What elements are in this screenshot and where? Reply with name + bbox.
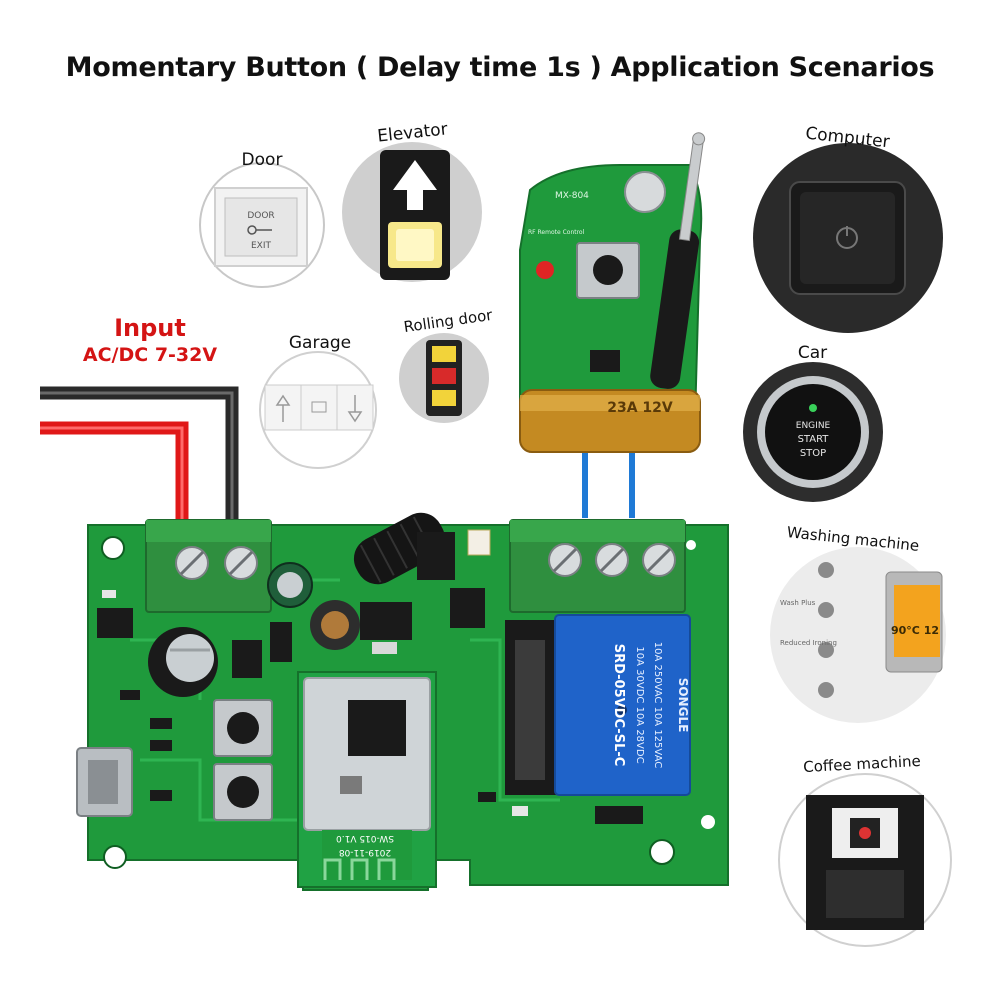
door-scenario: DOOR EXIT [199, 162, 325, 288]
caption-garage: Garage [288, 333, 352, 353]
input-voltage: AC/DC 7-32V [82, 344, 218, 366]
door-text-top: DOOR [247, 211, 274, 221]
door-text-bottom: EXIT [251, 241, 272, 251]
input-wires [40, 386, 239, 525]
car-text-2: START [798, 434, 830, 445]
relay: SONGLE 10A 250VAC 10A 125VAC 10A 30VDC 1… [505, 614, 691, 796]
battery-label: 23A 12V [607, 400, 673, 416]
page-title: Momentary Button ( Delay time 1s ) Appli… [65, 52, 935, 83]
rolling-door-scenario [399, 333, 489, 423]
module-date: 2019-11-08 [339, 847, 392, 857]
relay-rating-2: 10A 30VDC 10A 28VDC [634, 646, 645, 763]
caption-car: Car [797, 343, 828, 363]
input-title: Input [114, 314, 186, 342]
input-label: Input AC/DC 7-32V [60, 314, 240, 366]
relay-model: SRD-05VDC-SL-C [611, 644, 626, 767]
relay-brand: SONGLE [676, 678, 690, 733]
car-text-1: ENGINE [796, 421, 831, 431]
pcb-components [76, 512, 643, 824]
car-scenario: ENGINE START STOP [743, 362, 883, 502]
remote-model: MX-804 [555, 191, 589, 201]
elevator-scenario [342, 142, 482, 282]
washer-display: 90°C 12 [891, 624, 939, 637]
computer-scenario [753, 143, 943, 333]
car-text-3: STOP [800, 448, 826, 459]
relay-rating-1: 10A 250VAC 10A 125VAC [652, 642, 663, 769]
wifi-module: 2019-11-08 SW-015 V1.0 [297, 671, 437, 888]
coffee-machine-scenario [778, 773, 952, 947]
module-model: SW-015 V1.0 [336, 833, 394, 843]
washing-machine-scenario: Wash Plus Reduced Ironing 90°C 12 [770, 547, 946, 723]
garage-scenario [259, 351, 377, 469]
caption-door: Door [241, 150, 283, 170]
washer-option-1: Wash Plus [780, 599, 816, 607]
output-terminal-block [509, 519, 686, 613]
remote-subtitle: RF Remote Control [528, 229, 585, 236]
washer-option-2: Reduced Ironing [780, 639, 837, 647]
rf-remote-board: MX-804 RF Remote Control 23A 12V [519, 132, 706, 453]
input-terminal-block [145, 519, 272, 613]
